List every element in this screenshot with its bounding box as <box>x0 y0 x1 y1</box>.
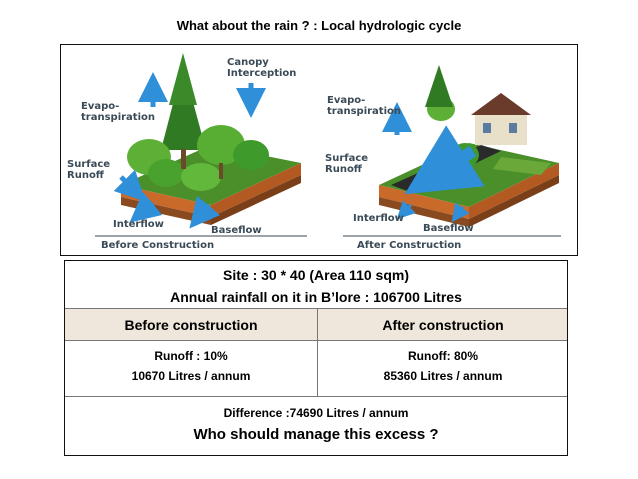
before-arrows <box>113 72 266 229</box>
before-runoff: Runoff : 10% <box>154 349 228 363</box>
after-evapo-label-2: transpiration <box>327 106 401 117</box>
baseflow-arrow <box>189 195 221 229</box>
difference-line: Difference :74690 Litres / annum <box>223 406 409 420</box>
after-litres: 85360 Litres / annum <box>383 369 503 383</box>
after-interflow-arrow <box>396 200 416 220</box>
canopy-label-2: Interception <box>227 68 296 79</box>
before-values-cell: Runoff : 10% 10670 Litres / annum <box>65 341 317 397</box>
question-line: Who should manage this excess ? <box>193 426 439 443</box>
before-trees <box>127 53 269 191</box>
before-baseflow-label: Baseflow <box>211 225 262 236</box>
site-info-row: Site : 30 * 40 (Area 110 sqm) Annual rai… <box>65 261 567 309</box>
before-caption: Before Construction <box>101 240 214 251</box>
before-litres: 10670 Litres / annum <box>131 369 251 383</box>
interflow-arrow <box>129 191 163 223</box>
summary-row: Difference :74690 Litres / annum Who sho… <box>65 397 567 455</box>
runoff-comparison-table: Site : 30 * 40 (Area 110 sqm) Annual rai… <box>64 260 568 456</box>
after-baseflow-label: Baseflow <box>423 223 474 234</box>
after-runoff: Runoff: 80% <box>408 349 478 363</box>
canopy-label-1: Canopy <box>227 57 269 68</box>
hydrologic-cycle-illustration: Canopy Interception Evapo- transpiration… <box>60 44 578 256</box>
after-surface-runoff-arrow <box>404 125 485 195</box>
surface-runoff-arrow <box>113 169 146 202</box>
after-evapo-label-1: Evapo- <box>327 95 365 106</box>
after-surface-label-2: Runoff <box>325 164 363 175</box>
illustration-canvas: Canopy Interception Evapo- transpiration… <box>67 53 561 251</box>
rainfall-line: Annual rainfall on it in B’lore : 106700… <box>170 289 462 305</box>
before-header: Before construction <box>124 317 258 333</box>
before-interflow-label: Interflow <box>113 219 164 230</box>
site-line: Site : 30 * 40 (Area 110 sqm) <box>223 267 409 283</box>
values-row: Runoff : 10% 10670 Litres / annum Runoff… <box>65 341 567 397</box>
before-evapo-label-2: transpiration <box>81 112 155 123</box>
page-title: What about the rain ? : Local hydrologic… <box>176 18 462 33</box>
after-baseflow-arrow <box>451 202 470 223</box>
after-caption: After Construction <box>357 240 461 251</box>
before-surface-label-1: Surface <box>67 159 110 170</box>
after-values-cell: Runoff: 80% 85360 Litres / annum <box>317 341 568 397</box>
before-evapo-label-1: Evapo- <box>81 101 119 112</box>
after-interflow-label: Interflow <box>353 213 404 224</box>
header-row: Before construction After construction <box>65 309 567 341</box>
after-header: After construction <box>317 309 568 341</box>
before-surface-label-2: Runoff <box>67 170 105 181</box>
after-arrows <box>382 102 485 223</box>
after-surface-label-1: Surface <box>325 153 368 164</box>
